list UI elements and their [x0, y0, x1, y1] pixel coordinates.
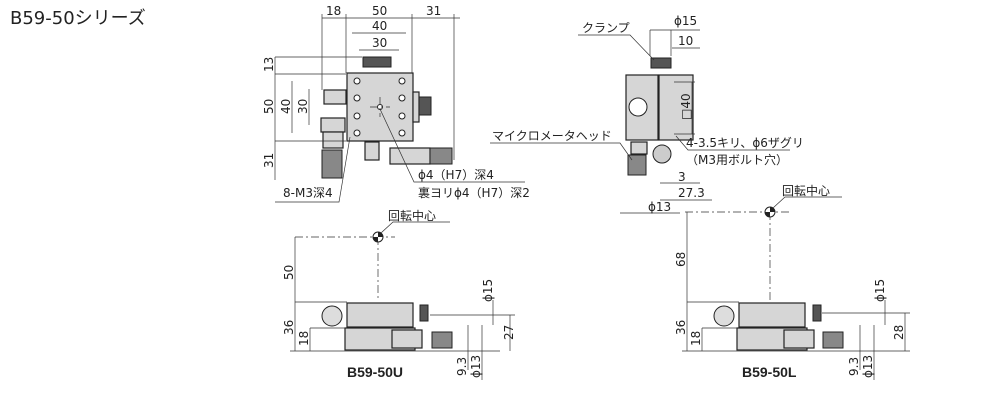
dim-d15-u: ϕ15: [481, 279, 495, 302]
model-label-u: B59-50U: [347, 364, 403, 380]
callout-back-pin-hole: 裏ヨリϕ4（H7）深2: [418, 185, 530, 200]
dim-9-3-l: 9.3: [847, 357, 861, 376]
dim-31-v: 31: [262, 153, 276, 168]
micrometer-knurl: [627, 154, 647, 176]
model-label-l: B59-50L: [742, 364, 797, 380]
dim-3: 3: [678, 170, 686, 184]
label-micrometer: マイクロメータヘッド: [492, 129, 612, 143]
dim-50: 50: [372, 4, 387, 18]
dim-9-3-u: 9.3: [455, 357, 469, 376]
callout-pin-hole: ϕ4（H7）深4: [418, 168, 494, 182]
dim-30: 30: [372, 36, 387, 50]
clamp-knob: [362, 56, 392, 68]
dim-18: 18: [326, 4, 341, 18]
micrometer-knurl-x: [429, 147, 453, 165]
clamp-side: [418, 96, 432, 116]
dim-36-u: 36: [282, 320, 296, 335]
dim-27-3: 27.3: [678, 186, 705, 200]
dim-sq40: □40: [679, 93, 693, 120]
dim-50-v: 50: [262, 99, 276, 114]
dim-d15-l: ϕ15: [873, 279, 887, 302]
dim-68-l: 68: [674, 252, 688, 267]
dim-10: 10: [678, 34, 693, 48]
label-holes: 4-3.5キリ、ϕ6ザグリ: [686, 136, 804, 150]
dim-36-l: 36: [674, 320, 688, 335]
dim-13: 13: [262, 57, 276, 72]
dim-d13-l: ϕ13: [861, 355, 875, 378]
micrometer-knurl-y: [321, 149, 343, 179]
dim-40: 40: [372, 19, 387, 33]
label-clamp: クランプ: [582, 21, 630, 35]
dim-d13-u: ϕ13: [469, 355, 483, 378]
dim-27-u: 27: [502, 325, 516, 340]
label-rotation-center-u: 回転中心: [388, 208, 436, 223]
label-holes-note: （M3用ボルト穴）: [686, 152, 788, 167]
label-rotation-center-l: 回転中心: [782, 183, 830, 198]
model-l-view: 回転中心 68 36 18 ϕ15 28 9.3 ϕ13 B59-50L: [674, 183, 910, 380]
dim-18-u: 18: [297, 331, 311, 346]
dim-31: 31: [426, 4, 441, 18]
top-view: 18 50 31 40 30 13 50 40 30 31 ϕ4（H7）深4 裏…: [262, 4, 530, 203]
dim-50-u: 50: [282, 265, 296, 280]
dim-d13: ϕ13: [648, 200, 671, 214]
dim-28-l: 28: [892, 325, 906, 340]
dim-d15: ϕ15: [674, 14, 697, 28]
model-u-view: 回転中心 50 36 18 ϕ15 27 9.3 ϕ13 B59-50U: [282, 208, 516, 380]
side-view: クランプ ϕ15 10 □40 4-3.5キリ、ϕ6ザグリ （M3用ボルト穴） …: [490, 14, 804, 214]
dim-40-v: 40: [279, 99, 293, 114]
callout-tap: 8-M3深4: [283, 186, 333, 200]
series-title: B59-50シリーズ: [10, 8, 146, 29]
dim-18-l: 18: [689, 331, 703, 346]
dim-30-v: 30: [296, 99, 310, 114]
